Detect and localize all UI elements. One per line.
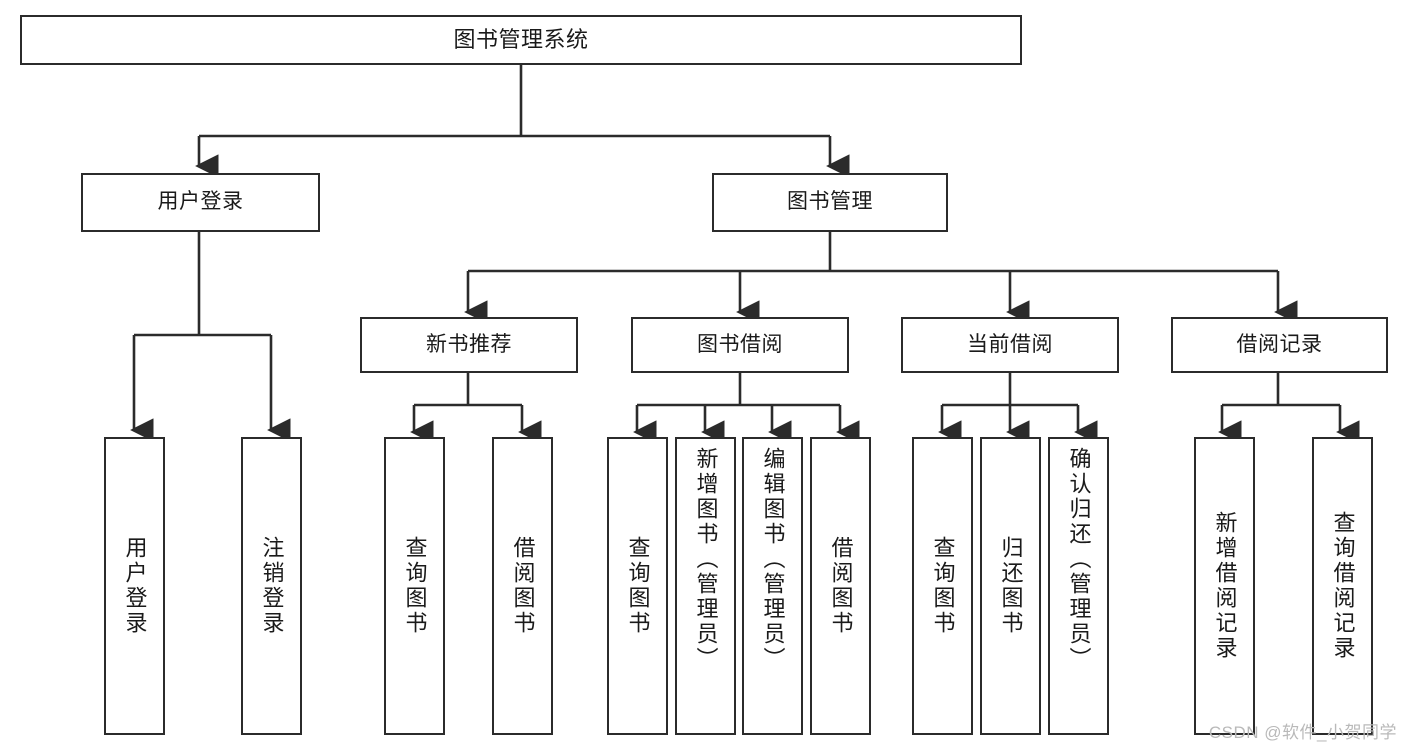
node-label: 图书管理系统 [453, 27, 589, 53]
node-book-management[interactable]: 图书管理 [712, 173, 948, 232]
leaf-add-borrow-record[interactable]: 新增借阅记录 [1194, 437, 1255, 735]
leaf-query-book-recommend[interactable]: 查询图书 [384, 437, 445, 735]
node-label: 图书借阅 [697, 332, 783, 356]
node-new-book-recommend[interactable]: 新书推荐 [360, 317, 578, 373]
node-book-borrow[interactable]: 图书借阅 [631, 317, 849, 373]
leaf-borrow-book[interactable]: 借阅图书 [810, 437, 871, 735]
leaf-return-book[interactable]: 归还图书 [980, 437, 1041, 735]
leaf-user-login[interactable]: 用户登录 [104, 437, 165, 735]
node-label: 用户登录 [122, 536, 148, 636]
leaf-confirm-return-admin[interactable]: 确认归还（管理员） [1048, 437, 1109, 735]
node-root-book-management-system[interactable]: 图书管理系统 [20, 15, 1022, 65]
watermark-text: CSDN @软件_小贺同学 [1208, 723, 1397, 742]
leaf-query-book-borrow[interactable]: 查询图书 [607, 437, 668, 735]
node-label: 查询图书 [930, 536, 956, 636]
node-label: 新增图书（管理员） [693, 447, 719, 672]
leaf-logout[interactable]: 注销登录 [241, 437, 302, 735]
leaf-query-book-current[interactable]: 查询图书 [912, 437, 973, 735]
node-label: 编辑图书（管理员） [760, 447, 786, 672]
node-borrow-record[interactable]: 借阅记录 [1171, 317, 1388, 373]
node-label: 新书推荐 [426, 332, 512, 356]
node-label: 注销登录 [259, 536, 285, 636]
node-current-borrow[interactable]: 当前借阅 [901, 317, 1119, 373]
leaf-edit-book-admin[interactable]: 编辑图书（管理员） [742, 437, 803, 735]
node-label: 借阅图书 [510, 536, 536, 636]
leaf-add-book-admin[interactable]: 新增图书（管理员） [675, 437, 736, 735]
node-label: 查询借阅记录 [1330, 511, 1356, 661]
leaf-query-borrow-record[interactable]: 查询借阅记录 [1312, 437, 1373, 735]
node-label: 借阅记录 [1236, 332, 1323, 356]
node-label: 确认归还（管理员） [1066, 447, 1092, 672]
node-label: 查询图书 [402, 536, 428, 636]
node-label: 图书管理 [787, 190, 873, 214]
leaf-borrow-book-recommend[interactable]: 借阅图书 [492, 437, 553, 735]
node-label: 借阅图书 [828, 536, 854, 636]
node-label: 用户登录 [157, 190, 244, 214]
node-user-login[interactable]: 用户登录 [81, 173, 320, 232]
node-label: 新增借阅记录 [1212, 511, 1238, 661]
node-label: 归还图书 [998, 536, 1024, 636]
node-label: 当前借阅 [967, 332, 1053, 356]
node-label: 查询图书 [625, 536, 651, 636]
